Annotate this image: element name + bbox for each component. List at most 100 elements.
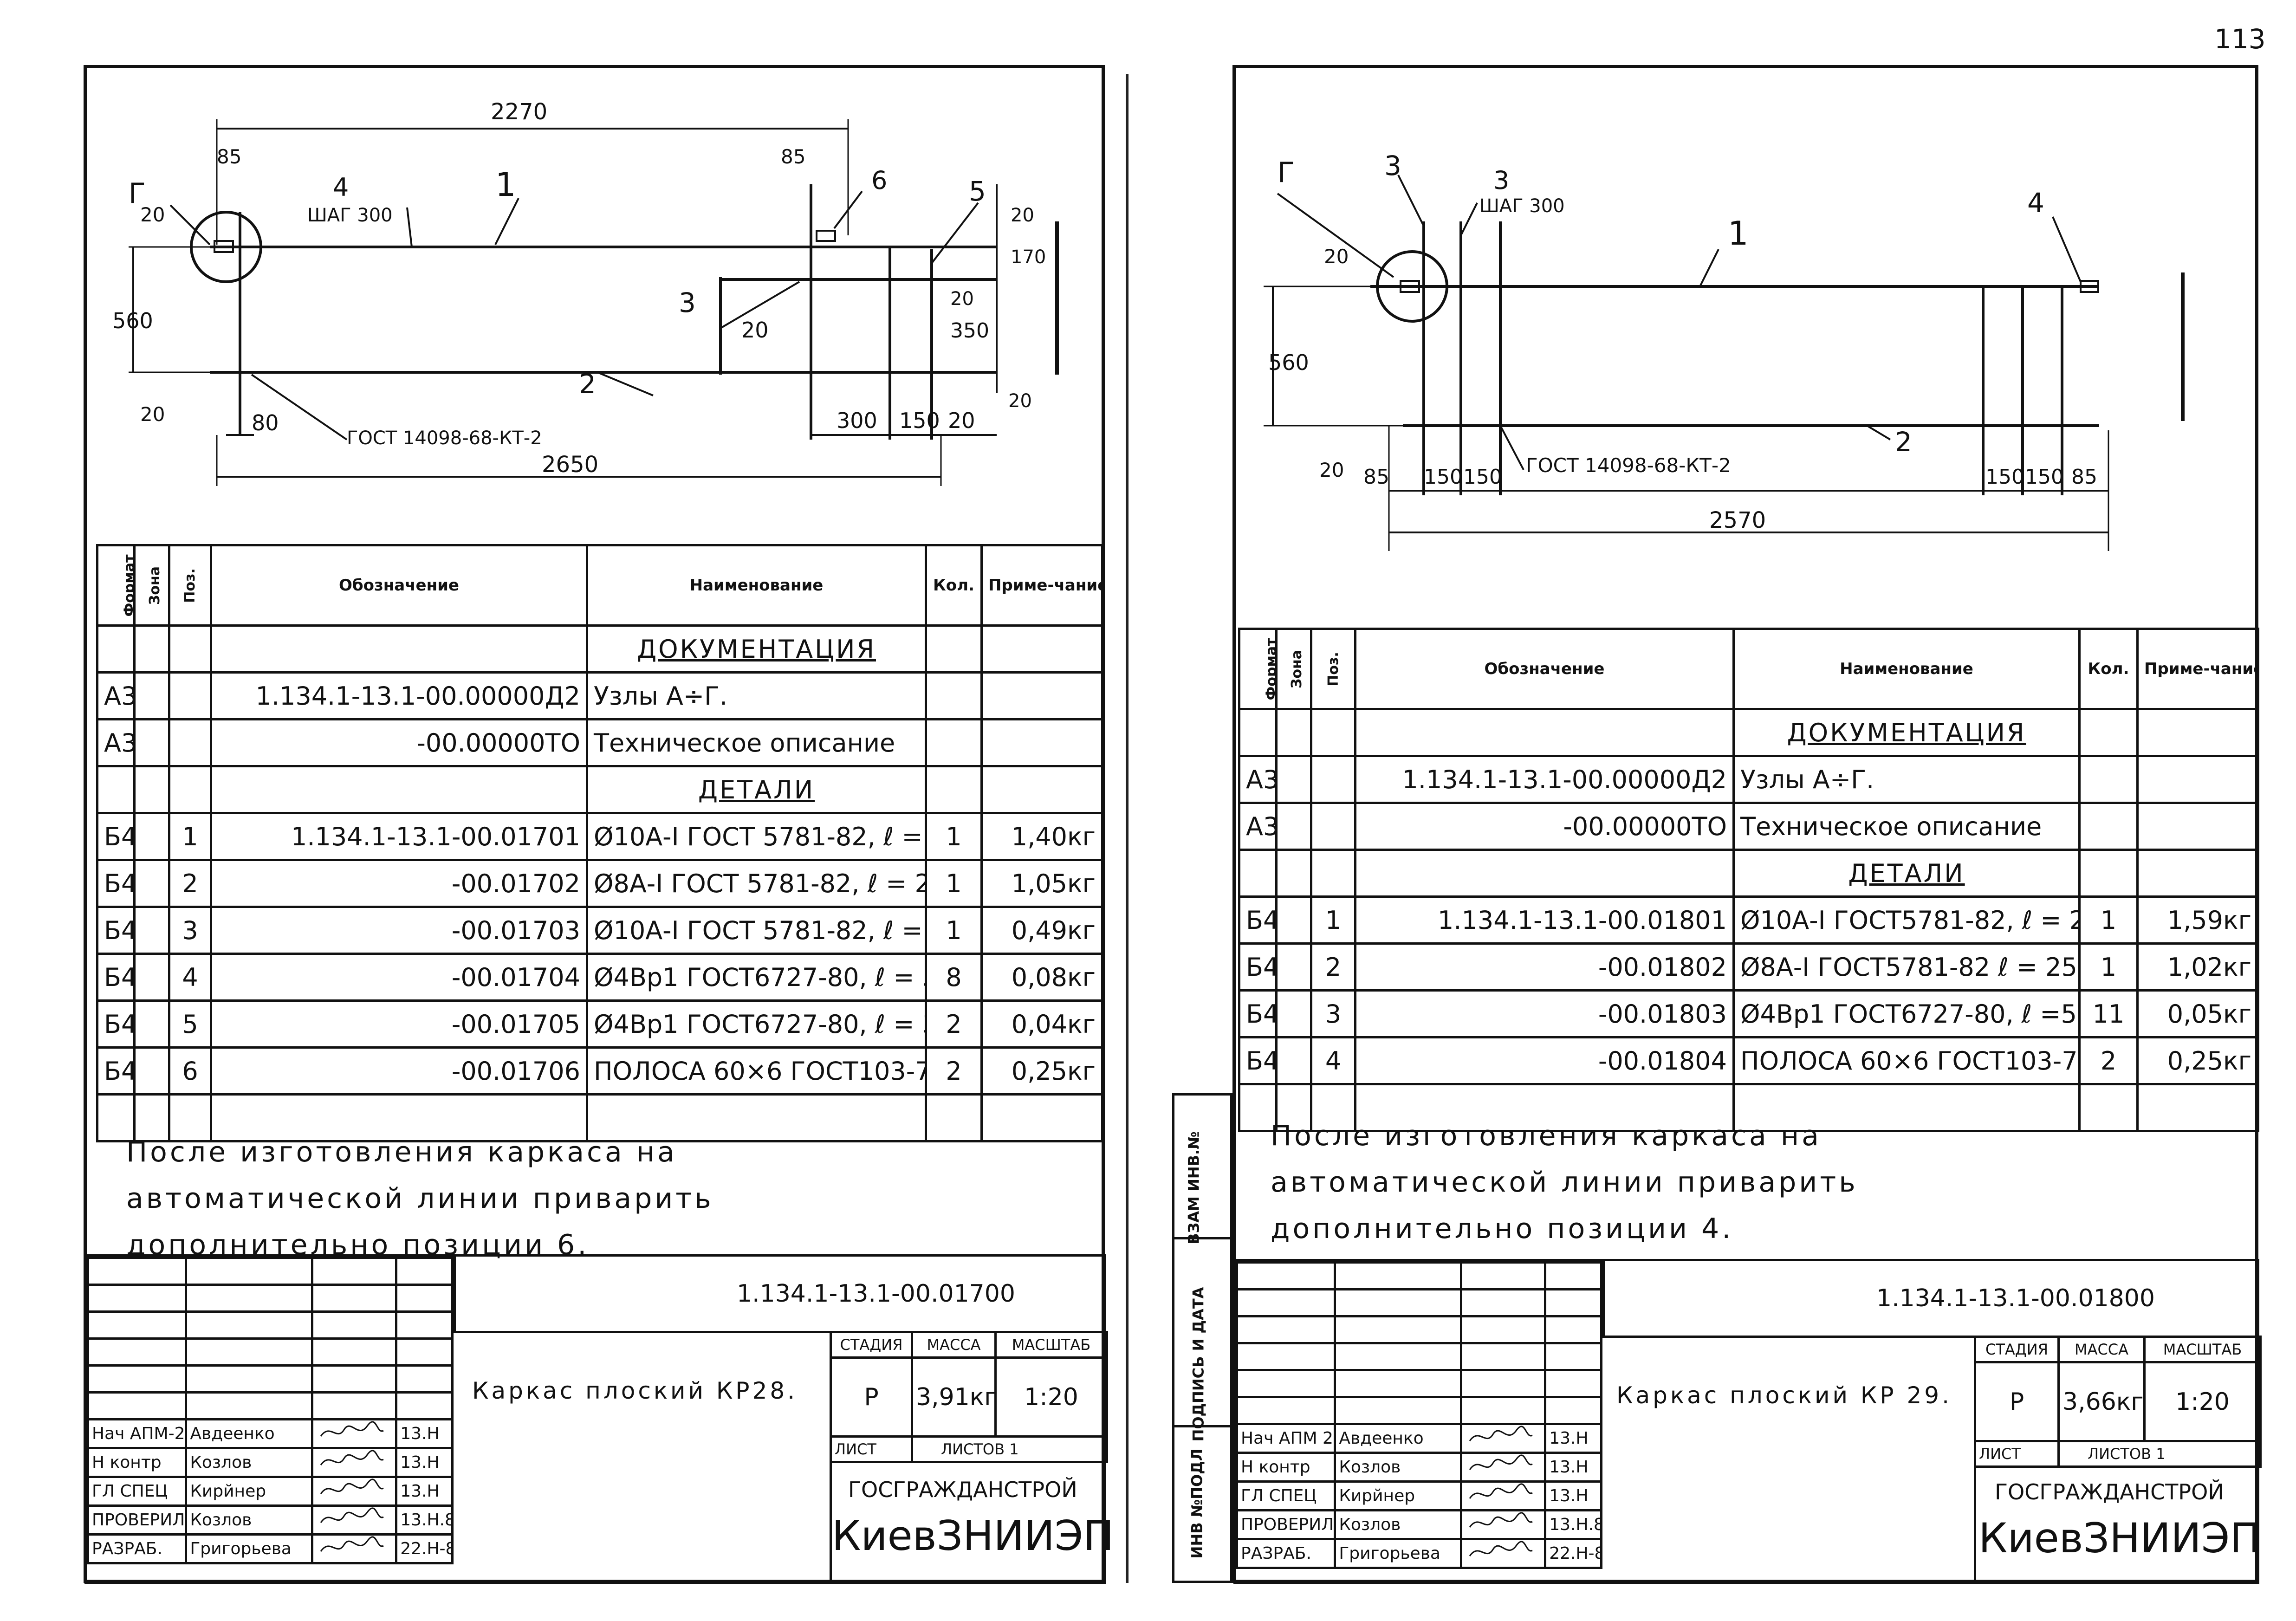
cell-format: А3 — [1238, 802, 1278, 851]
cell-pos — [168, 1093, 212, 1142]
dim-85-left: 85 — [1363, 465, 1389, 489]
cell-format — [1238, 1083, 1278, 1132]
label-pos-3: 3 — [1384, 150, 1401, 182]
cell-designation: 1.134.1-13.1-00.00000Д2 — [1354, 755, 1735, 804]
spec-row: ДЕТАЛИ — [1238, 849, 2259, 898]
cell-format: Б4 — [96, 1046, 136, 1096]
dim-150-a: 150 — [1424, 465, 1463, 489]
note-line: автоматической линии приварить — [1271, 1166, 1858, 1199]
cell-name: Ø8А-I ГОСТ 5781-82, ℓ = 2650 — [586, 859, 927, 908]
cell-designation: -00.00000ТО — [1354, 802, 1735, 851]
cell-qty: 2 — [2078, 1036, 2139, 1085]
staff-name: Авдеенко — [1334, 1423, 1463, 1454]
staff-role: Нач АПМ-2 — [86, 1418, 188, 1449]
label-g: Г — [129, 177, 146, 210]
cell-designation: -00.01803 — [1354, 989, 1735, 1038]
left-spec-table: Формат Зона Поз. Обозначение Наименовани… — [96, 544, 1103, 1142]
cell-note: 0,25кг — [980, 1046, 1103, 1096]
spec-row: ДОКУМЕНТАЦИЯ — [1238, 708, 2259, 757]
signature — [1460, 1509, 1547, 1540]
label-pitch: ШАГ 300 — [1479, 195, 1565, 217]
left-org2: КиевЗНИИЭП — [832, 1512, 1114, 1560]
staff-date: 13.Н — [1544, 1480, 1602, 1511]
cell-zone — [133, 671, 170, 720]
cell-qty — [925, 1093, 983, 1142]
dim-150-c: 150 — [1985, 465, 2024, 489]
note-line: дополнительно позиции 4. — [1271, 1213, 1734, 1245]
dim-150-d: 150 — [2025, 465, 2064, 489]
staff-role: Н контр — [1235, 1452, 1336, 1483]
right-org1: ГОСГРАЖДАНСТРОЙ — [1995, 1479, 2224, 1504]
staff-role: ГЛ СПЕЦ — [1235, 1480, 1336, 1511]
cell-qty: 2 — [925, 1046, 983, 1096]
staff-name: Григорьева — [185, 1533, 314, 1564]
hdr-qty: Кол. — [2078, 628, 2139, 710]
dim-85-right: 85 — [2071, 465, 2097, 489]
cell-name: Ø8А-I ГОСТ5781-82 ℓ = 2570 — [1732, 942, 2081, 992]
label-pos-3: 3 — [679, 287, 696, 318]
cell-designation: -00.01703 — [210, 906, 588, 955]
cell-zone — [133, 812, 170, 861]
hdr-designation: Обозначение — [1354, 628, 1735, 710]
left-note: После изготовления каркаса на автоматиче… — [126, 1129, 714, 1268]
staff-role: ГЛ СПЕЦ — [86, 1476, 188, 1507]
sidebar-label: ПОДПИСЬ И ДАТА — [1189, 1287, 1207, 1442]
spec-row: ДОКУМЕНТАЦИЯ — [96, 624, 1103, 674]
cell-qty — [2078, 1083, 2139, 1132]
cell-pos: 4 — [168, 953, 212, 1002]
mass-header: МАССА — [911, 1331, 997, 1359]
cell-format: Б4 — [96, 859, 136, 908]
cell-format: А3 — [1238, 755, 1278, 804]
staff-name: Козлов — [1334, 1509, 1463, 1540]
hdr-zone: Зона — [146, 566, 163, 605]
section-heading: ДЕТАЛИ — [586, 765, 927, 814]
staff-row: РАЗРАБ.Григорьева 22.Н-83 — [1235, 1538, 1602, 1569]
cell-designation: -00.01705 — [210, 999, 588, 1049]
cell-pos — [168, 671, 212, 720]
label-pos-5: 5 — [969, 175, 986, 207]
dim-2270: 2270 — [491, 99, 547, 125]
dim-20-left-bot: 20 — [140, 403, 165, 426]
section-heading: ДОКУМЕНТАЦИЯ — [1732, 708, 2081, 757]
staff-date: 13.Н — [395, 1447, 454, 1478]
staff-name: Григорьева — [1334, 1538, 1463, 1569]
cell-qty: 1 — [925, 812, 983, 861]
dim-85-left: 85 — [217, 145, 241, 168]
cell-qty — [925, 671, 983, 720]
signature — [311, 1418, 398, 1449]
cell-qty — [2078, 755, 2139, 804]
right-stage-table: СТАДИЯ МАССА МАСШТАБ Р 3,66кг 1:20 ЛИСТ … — [1974, 1336, 2262, 1468]
cell-name: Ø4Вр1 ГОСТ6727-80, ℓ = 560 — [586, 953, 927, 1002]
cell-note — [980, 671, 1103, 720]
cell-designation — [1354, 1083, 1735, 1132]
dim-150-b: 150 — [1463, 465, 1502, 489]
cell-zone — [133, 1093, 170, 1142]
spec-row: ДЕТАЛИ — [96, 765, 1103, 814]
cell-name: Узлы А÷Г. — [586, 671, 927, 720]
mass-value: 3,66кг — [2057, 1361, 2146, 1442]
staff-role: РАЗРАБ. — [1235, 1538, 1336, 1569]
cell-zone — [1275, 802, 1312, 851]
hdr-note: Приме-чание — [2136, 628, 2259, 710]
dim-20-top: 20 — [1011, 205, 1034, 226]
right-doc-code: 1.134.1-13.1-00.01800 — [1876, 1284, 2155, 1312]
cell-note — [2136, 1083, 2259, 1132]
staff-date: 22.Н-83 — [1544, 1538, 1602, 1569]
cell-zone — [133, 953, 170, 1002]
note-line: автоматической линии приварить — [126, 1182, 714, 1215]
page-separator — [1126, 74, 1129, 1583]
cell-zone — [1275, 989, 1312, 1038]
